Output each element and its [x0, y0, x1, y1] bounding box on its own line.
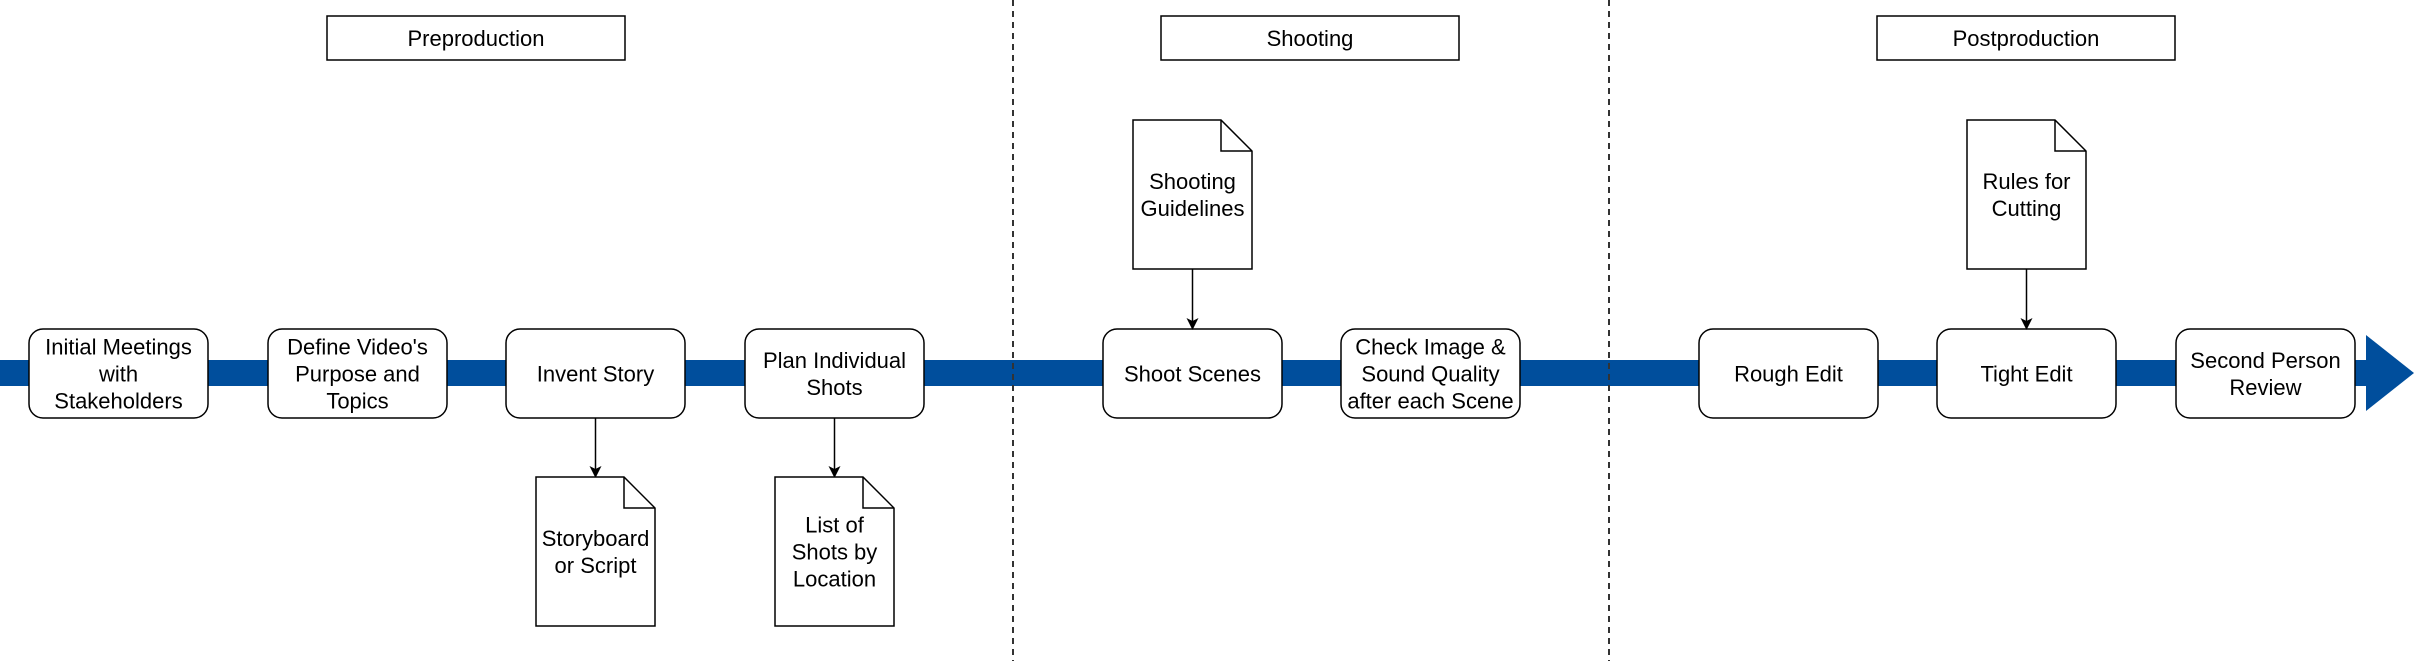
step-box — [744, 328, 925, 419]
document-label: Location — [793, 567, 876, 592]
document-label: Cutting — [1992, 196, 2062, 221]
step-label: Plan Individual — [763, 348, 906, 373]
document-fold — [862, 477, 894, 509]
document-fold — [2054, 120, 2086, 152]
step-label: Rough Edit — [1734, 362, 1843, 387]
document-label: List of — [805, 513, 865, 538]
step-label: Second Person — [2190, 348, 2340, 373]
phase-shooting: Shooting — [1160, 15, 1460, 61]
step-label: Shoot Scenes — [1124, 362, 1261, 387]
process-step: Rough Edit — [1698, 328, 1879, 419]
document-icon — [1966, 119, 2087, 270]
document-icon — [774, 476, 895, 627]
phase-label: Shooting — [1267, 26, 1354, 51]
step-label: after each Scene — [1347, 389, 1513, 414]
phase-postproduction: Postproduction — [1876, 15, 2176, 61]
step-box — [28, 328, 209, 419]
step-box — [1698, 328, 1879, 419]
document-fold — [623, 477, 655, 509]
step-label: Topics — [326, 389, 388, 414]
document-label: Shots by — [792, 540, 878, 565]
step-label: Tight Edit — [1980, 362, 2072, 387]
step-label: Review — [2229, 375, 2301, 400]
document-label: Storyboard — [542, 526, 650, 551]
step-label: Invent Story — [537, 362, 654, 387]
document-label: or Script — [555, 553, 637, 578]
document-fold — [1220, 120, 1252, 152]
step-label: Purpose and — [295, 362, 420, 387]
document-label: Shooting — [1149, 169, 1236, 194]
step-box — [267, 328, 448, 419]
document-label: Guidelines — [1141, 196, 1245, 221]
phase-preproduction: Preproduction — [326, 15, 626, 61]
document-icon — [1132, 119, 1253, 270]
process-step: Tight Edit — [1936, 328, 2117, 419]
process-step: Invent Story — [505, 328, 686, 419]
process-step: Shoot Scenes — [1102, 328, 1283, 419]
step-label: Define Video's — [287, 335, 428, 360]
step-label: Initial Meetings — [45, 335, 192, 360]
document-icon — [535, 476, 656, 627]
phase-label: Postproduction — [1953, 26, 2100, 51]
step-label: Check Image & — [1355, 335, 1506, 360]
step-box — [1340, 328, 1521, 419]
step-box — [2175, 328, 2356, 419]
phase-label: Preproduction — [408, 26, 545, 51]
timeline-arrowhead — [2366, 335, 2414, 411]
step-label: Stakeholders — [54, 389, 182, 414]
document-label: Rules for — [1982, 169, 2070, 194]
step-label: with — [98, 362, 138, 387]
step-label: Shots — [806, 375, 862, 400]
step-label: Sound Quality — [1361, 362, 1499, 387]
